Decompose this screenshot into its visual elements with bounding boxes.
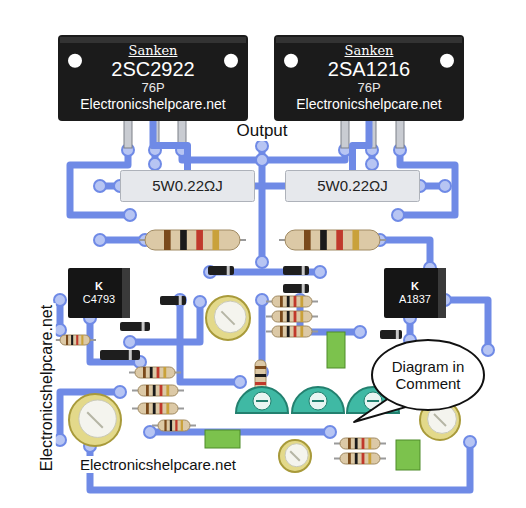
node-text: 2SA1216 (328, 58, 410, 81)
node-text: Sanken (345, 44, 394, 59)
resistor-symbol (279, 230, 386, 250)
node-text: 5W0.22ΩJ (317, 177, 387, 194)
diode-symbol (283, 266, 309, 275)
power-transistor: Sanken2SC292276PElectronicshelpcare.net (58, 35, 248, 121)
solder-pad (256, 154, 268, 166)
solder-pad (366, 158, 378, 170)
node-text: K (95, 280, 103, 293)
solder-pad (314, 266, 326, 278)
solder-pad (324, 426, 336, 438)
film-capacitor (205, 430, 240, 448)
solder-pad (194, 296, 206, 308)
solder-pad (392, 209, 404, 221)
diode-symbol (283, 284, 309, 293)
solder-pad (256, 294, 268, 306)
pcb-trace (182, 150, 262, 160)
node-text: C4793 (83, 293, 115, 306)
capacitor-symbol (279, 440, 311, 472)
resistor-symbol (334, 453, 386, 464)
node-text: 76P (357, 81, 380, 96)
driver-transistor: KA1837 (384, 268, 446, 318)
diode-symbol (160, 296, 186, 305)
solder-pad (439, 180, 451, 192)
node-text: A1837 (399, 293, 431, 306)
resistor-symbol (129, 367, 181, 378)
power-resistor: 5W0.22ΩJ (120, 170, 255, 202)
resistor-symbol (139, 230, 246, 250)
node-text: 2SC2922 (111, 58, 194, 81)
solder-pad (256, 256, 268, 268)
trimpot-symbol (236, 387, 288, 413)
transistor-pin (341, 118, 349, 148)
resistor-symbol (266, 311, 318, 322)
solder-pad (354, 326, 366, 338)
pcb-trace (380, 240, 430, 268)
diode-symbol (120, 322, 150, 331)
solder-pad (144, 426, 156, 438)
resistor-symbol (152, 420, 196, 431)
node-text: Diagram in Comment (386, 358, 470, 393)
watermark: Electronicshelpcare.net (38, 303, 56, 473)
solder-pad (234, 376, 246, 388)
solder-pad (256, 154, 268, 166)
node-text: Sanken (129, 44, 178, 59)
solder-pad (114, 386, 126, 398)
solder-pad (94, 180, 106, 192)
pcb-trace-connector (255, 183, 285, 190)
capacitor-symbol (69, 394, 121, 446)
speech-bubble: Diagram in Comment (370, 338, 486, 412)
solder-pad (256, 140, 268, 152)
film-capacitor (396, 440, 420, 470)
diode-symbol (100, 350, 140, 360)
solder-pad (482, 344, 494, 356)
pcb-trace-connector (353, 121, 370, 170)
output-label: Output (234, 121, 289, 141)
resistor-symbol (266, 326, 318, 337)
driver-transistor: KC4793 (68, 268, 130, 318)
power-transistor: Sanken2SA121676PElectronicshelpcare.net (274, 35, 464, 121)
node-text: 5W0.22ΩJ (152, 177, 222, 194)
pcb-trace-connector (153, 121, 188, 170)
node-text: K (411, 280, 419, 293)
transistor-pin (124, 118, 132, 148)
diode-symbol (380, 330, 402, 339)
power-resistor: 5W0.22ΩJ (285, 170, 420, 202)
diode-symbol (208, 266, 234, 275)
resistor-symbol (54, 335, 96, 345)
capacitor-symbol (206, 296, 250, 340)
pcb-trace (262, 150, 345, 160)
watermark: Electronicshelpcare.net (78, 456, 238, 473)
resistor-symbol (132, 403, 184, 414)
solder-pad (464, 436, 476, 448)
resistor-symbol (132, 385, 184, 396)
transistor-pin (396, 118, 404, 148)
solder-pad (149, 158, 161, 170)
solder-pad (124, 336, 136, 348)
solder-pad (124, 209, 136, 221)
trimpot-symbol (292, 387, 344, 413)
node-text: Electronicshelpcare.net (296, 96, 442, 112)
resistor-symbol (266, 296, 318, 307)
resistor-symbol (334, 438, 386, 449)
node-text: Electronicshelpcare.net (80, 96, 226, 112)
node-text: 76P (141, 81, 164, 96)
solder-pad (94, 234, 106, 246)
film-capacitor (327, 332, 345, 368)
